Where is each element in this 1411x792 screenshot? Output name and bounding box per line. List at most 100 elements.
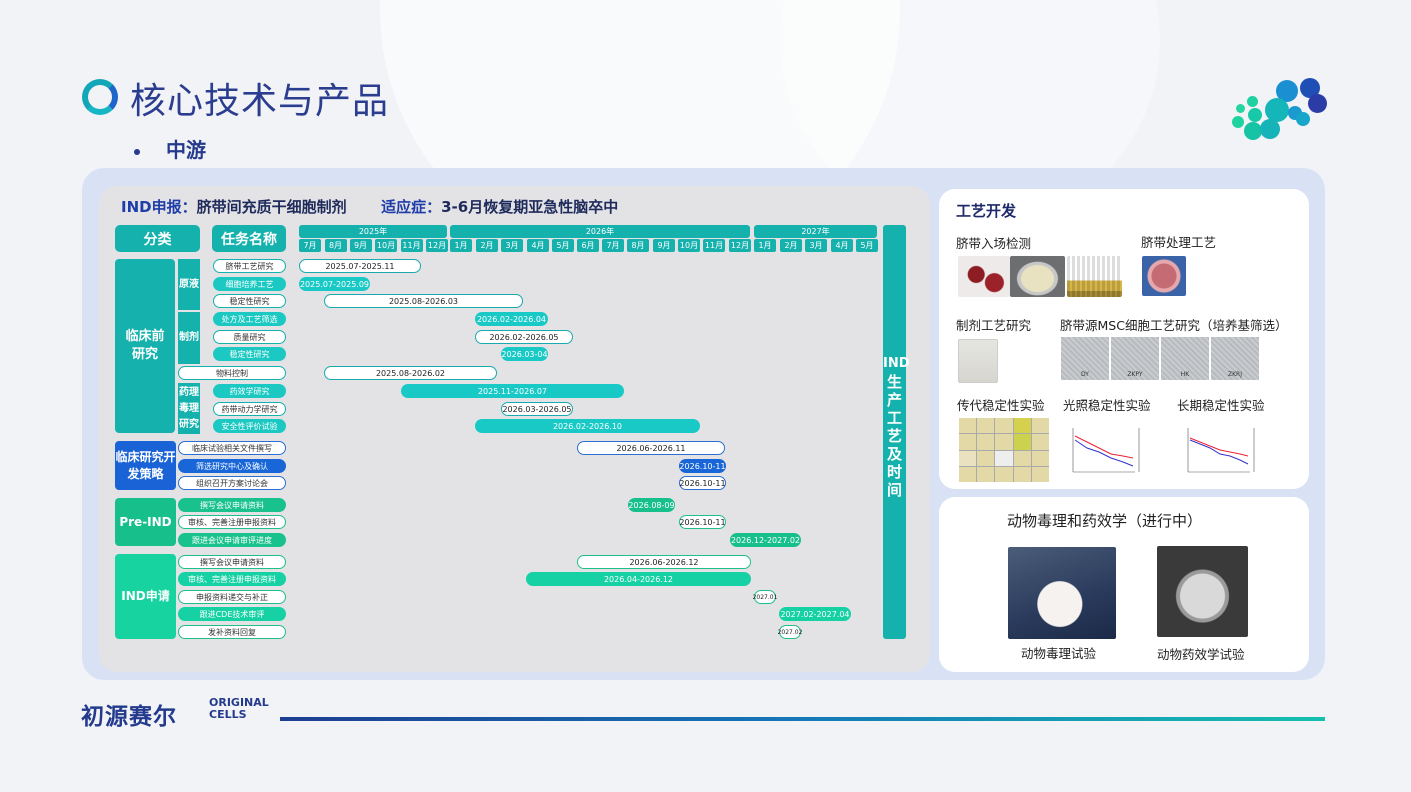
gantt-bar: 2026.06-2026.11 bbox=[577, 441, 725, 455]
month-cell: 3月 bbox=[805, 239, 827, 252]
month-cell: 1月 bbox=[754, 239, 776, 252]
task-name: 细胞培养工艺 bbox=[213, 277, 286, 291]
task-name: 安全性评价试验 bbox=[213, 419, 286, 433]
year-2027: 2027年 bbox=[754, 225, 877, 238]
label-msc: 脐带源MSC细胞工艺研究（培养基筛选） bbox=[1060, 318, 1288, 333]
gantt-bar: 2026.06-2026.12 bbox=[577, 555, 751, 569]
page-subtitle: 中游 bbox=[134, 134, 206, 163]
animal-title: 动物毒理和药效学（进行中） bbox=[1007, 512, 1203, 530]
task-name: 组织召开方案讨论会 bbox=[178, 476, 286, 490]
gantt-bar: 2027.02-2027.04 bbox=[779, 607, 851, 621]
task-name: 申报资料递交与补正 bbox=[178, 590, 286, 604]
task-name: 脐带工艺研究 bbox=[213, 259, 286, 273]
gantt-bar: 2025.11-2026.07 bbox=[401, 384, 624, 398]
subcat-raw: 原液 bbox=[178, 259, 200, 310]
gantt-bar: 2026.10-11 bbox=[679, 476, 726, 490]
gantt-bar: 2026.12-2027.02 bbox=[730, 533, 801, 547]
year-2025: 2025年 bbox=[299, 225, 447, 238]
gantt-bar: 2025.07-2025.11 bbox=[299, 259, 421, 273]
month-cell: 12月 bbox=[729, 239, 751, 252]
msc-culture-image: ZKRJ bbox=[1211, 337, 1259, 380]
passage-grid-image bbox=[959, 418, 1049, 482]
gantt-heading: IND申报：脐带间充质干细胞制剂 适应症：3-6月恢复期亚急性脑卒中 bbox=[121, 198, 619, 216]
task-name: 稳定性研究 bbox=[213, 294, 286, 308]
page-title: 核心技术与产品 bbox=[130, 81, 390, 122]
task-name: 审核、完善注册申报资料 bbox=[178, 572, 286, 586]
gantt-bar: 2026.02-2026.05 bbox=[475, 330, 573, 344]
light-stability-chart bbox=[1072, 428, 1140, 473]
task-name: 筛选研究中心及确认 bbox=[178, 459, 286, 473]
category-ind: IND申请 bbox=[115, 554, 176, 639]
label-tox: 动物毒理试验 bbox=[1021, 646, 1097, 661]
month-cell: 5月 bbox=[552, 239, 574, 252]
task-name: 跟进会议申请审评进度 bbox=[178, 533, 286, 547]
test-tubes-image bbox=[1067, 256, 1122, 297]
month-cell: 1月 bbox=[450, 239, 472, 252]
task-name: 撰写会议申请资料 bbox=[178, 555, 286, 569]
petri-dish-image bbox=[1010, 256, 1065, 297]
msc-culture-image: DY bbox=[1061, 337, 1109, 380]
gantt-bar: 2026.08-09 bbox=[628, 498, 675, 512]
month-cell: 12月 bbox=[426, 239, 448, 252]
label-light: 光照稳定性实验 bbox=[1063, 398, 1151, 413]
category-clinical-strategy: 临床研究开发策略 bbox=[115, 441, 176, 490]
label-cord: 脐带处理工艺 bbox=[1141, 235, 1217, 250]
gantt-bar: 2026.02-2026.10 bbox=[475, 419, 700, 433]
month-cell: 2月 bbox=[476, 239, 498, 252]
process-title: 工艺开发 bbox=[956, 202, 1017, 220]
month-cell: 9月 bbox=[653, 239, 675, 252]
task-name: 药效学研究 bbox=[213, 384, 286, 398]
task-name: 稳定性研究 bbox=[213, 347, 286, 361]
longterm-stability-chart bbox=[1187, 428, 1255, 473]
subtitle-text: 中游 bbox=[166, 138, 206, 162]
month-cell: 4月 bbox=[527, 239, 549, 252]
mouse-tox-image bbox=[1008, 547, 1116, 639]
category-preclinical: 临床前研究 bbox=[115, 259, 175, 433]
gantt-bar: 2026.10-11 bbox=[679, 459, 726, 473]
gantt-bar: 2025.08-2026.02 bbox=[324, 366, 497, 380]
month-cell: 10月 bbox=[375, 239, 397, 252]
task-name: 撰写会议申请资料 bbox=[178, 498, 286, 512]
label-passage: 传代稳定性实验 bbox=[957, 398, 1045, 413]
col-category-header: 分类 bbox=[115, 225, 200, 252]
gantt-bar: 2027.02 bbox=[778, 625, 802, 639]
brand-cn: 初源赛尔 bbox=[81, 704, 177, 730]
month-cell: 4月 bbox=[831, 239, 853, 252]
gantt-bar: 2026.03-2026.05 bbox=[501, 402, 573, 416]
label-formulation: 制剂工艺研究 bbox=[956, 318, 1032, 333]
gantt-bar: 2026.04-2026.12 bbox=[526, 572, 751, 586]
gantt-bar: 2026.10-11 bbox=[679, 515, 726, 529]
label-entry: 脐带入场检测 bbox=[956, 236, 1032, 251]
month-cell: 3月 bbox=[501, 239, 523, 252]
cell-bag-image bbox=[958, 339, 998, 383]
gantt-bar: 2027.01 bbox=[753, 590, 777, 604]
month-cell: 10月 bbox=[678, 239, 700, 252]
task-name: 发补资料回复 bbox=[178, 625, 286, 639]
task-name: 质量研究 bbox=[213, 330, 286, 344]
month-cell: 8月 bbox=[627, 239, 649, 252]
msc-culture-image: ZKPY bbox=[1111, 337, 1159, 380]
month-cell: 7月 bbox=[299, 239, 321, 252]
rat-eff-image bbox=[1157, 546, 1248, 637]
msc-culture-image: HK bbox=[1161, 337, 1209, 380]
title-ring-icon bbox=[82, 79, 118, 115]
col-task-header: 任务名称 bbox=[212, 225, 286, 252]
task-name: 物料控制 bbox=[178, 366, 286, 380]
month-cell: 11月 bbox=[703, 239, 725, 252]
umbilical-cord-image bbox=[1142, 256, 1186, 296]
subcat-pharm: 药理毒理研究 bbox=[178, 383, 200, 434]
label-longterm: 长期稳定性实验 bbox=[1177, 398, 1265, 413]
task-name: 跟进CDE技术审评 bbox=[178, 607, 286, 621]
petri-dish-image bbox=[958, 256, 1010, 297]
label-eff: 动物药效学试验 bbox=[1157, 647, 1245, 662]
task-name: 临床试验相关文件撰写 bbox=[178, 441, 286, 455]
month-cell: 8月 bbox=[324, 239, 347, 252]
bullet-icon bbox=[134, 148, 140, 155]
footer-gradient-line bbox=[280, 717, 1325, 721]
month-cell: 2月 bbox=[780, 239, 802, 252]
month-cell: 7月 bbox=[602, 239, 624, 252]
gantt-bar: 2025.08-2026.03 bbox=[324, 294, 523, 308]
